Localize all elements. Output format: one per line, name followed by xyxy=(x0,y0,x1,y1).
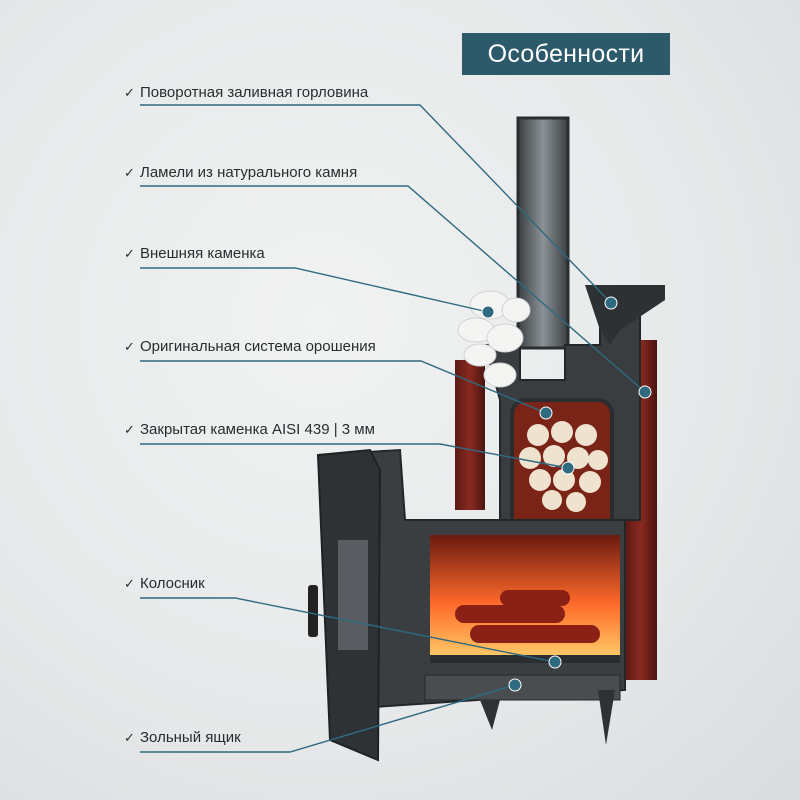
door-glass xyxy=(338,540,368,650)
feature-label: Внешняя каменка xyxy=(140,245,265,262)
stone-lamella-left xyxy=(455,360,485,510)
feature-ash-box: ✓ Зольный ящик xyxy=(124,729,241,746)
feature-label: Закрытая каменка AISI 439 | 3 мм xyxy=(140,421,375,438)
filler-funnel xyxy=(585,285,665,345)
leader-lines xyxy=(140,104,646,753)
check-icon: ✓ xyxy=(124,422,135,437)
check-icon: ✓ xyxy=(124,576,135,591)
feature-rotating-filler-neck: ✓ Поворотная заливная горловина xyxy=(124,84,368,101)
check-icon: ✓ xyxy=(124,165,135,180)
check-icon: ✓ xyxy=(124,730,135,745)
feature-label: Оригинальная система орошения xyxy=(140,338,376,355)
check-icon: ✓ xyxy=(124,85,135,100)
feature-label: Поворотная заливная горловина xyxy=(140,84,369,101)
feature-closed-stone-box: ✓ Закрытая каменка AISI 439 | 3 мм xyxy=(124,421,375,438)
stove-legs xyxy=(480,690,615,745)
leader-dots xyxy=(481,296,652,692)
firewood-logs xyxy=(455,590,600,643)
check-icon: ✓ xyxy=(124,246,135,261)
sauna-stones-inner xyxy=(519,421,608,512)
features-title: Особенности xyxy=(462,33,670,75)
feature-label: Зольный ящик xyxy=(140,729,241,746)
grate xyxy=(430,655,620,663)
sauna-stones-outer xyxy=(457,290,531,388)
feature-label: Ламели из натурального камня xyxy=(140,164,358,181)
ash-box xyxy=(424,674,621,701)
feature-stone-lamellas: ✓ Ламели из натурального камня xyxy=(124,164,357,181)
feature-outer-stone-box: ✓ Внешняя каменка xyxy=(124,245,265,262)
feature-grate: ✓ Колосник xyxy=(124,575,205,592)
feature-label: Колосник xyxy=(140,575,205,592)
check-icon: ✓ xyxy=(124,339,135,354)
door-handle xyxy=(308,585,318,637)
feature-irrigation-system: ✓ Оригинальная система орошения xyxy=(124,338,376,355)
